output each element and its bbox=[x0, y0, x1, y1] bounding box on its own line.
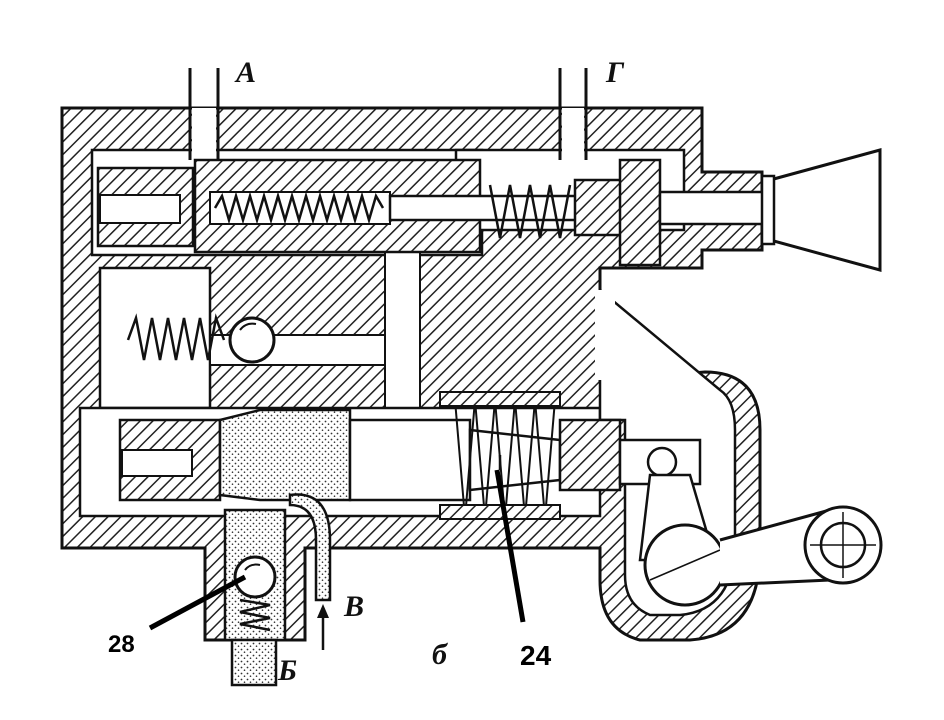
upper-return-spring bbox=[488, 184, 572, 239]
callout-line-24 bbox=[494, 469, 526, 623]
vertical-channel bbox=[384, 249, 421, 411]
boot bbox=[760, 148, 882, 272]
label-callout-24: 24 bbox=[520, 640, 552, 671]
lower-ball-valve bbox=[233, 555, 277, 632]
label-port-b: Б bbox=[277, 654, 297, 687]
label-port-v: В bbox=[343, 590, 364, 623]
label-port-a: А bbox=[234, 56, 256, 89]
plunger-rod bbox=[388, 194, 592, 222]
upper-piston bbox=[96, 158, 772, 267]
port-pipes bbox=[188, 68, 588, 160]
callout-line-28 bbox=[148, 574, 247, 631]
middle-ball-valve bbox=[126, 313, 276, 364]
label-view: б bbox=[432, 638, 448, 671]
label-callout-28: 28 bbox=[108, 631, 135, 658]
lever bbox=[638, 473, 883, 607]
lower-spool bbox=[118, 391, 702, 520]
upper-inner-spring bbox=[213, 191, 385, 225]
label-port-g: Г bbox=[605, 56, 625, 89]
actuating-rod bbox=[658, 190, 772, 226]
